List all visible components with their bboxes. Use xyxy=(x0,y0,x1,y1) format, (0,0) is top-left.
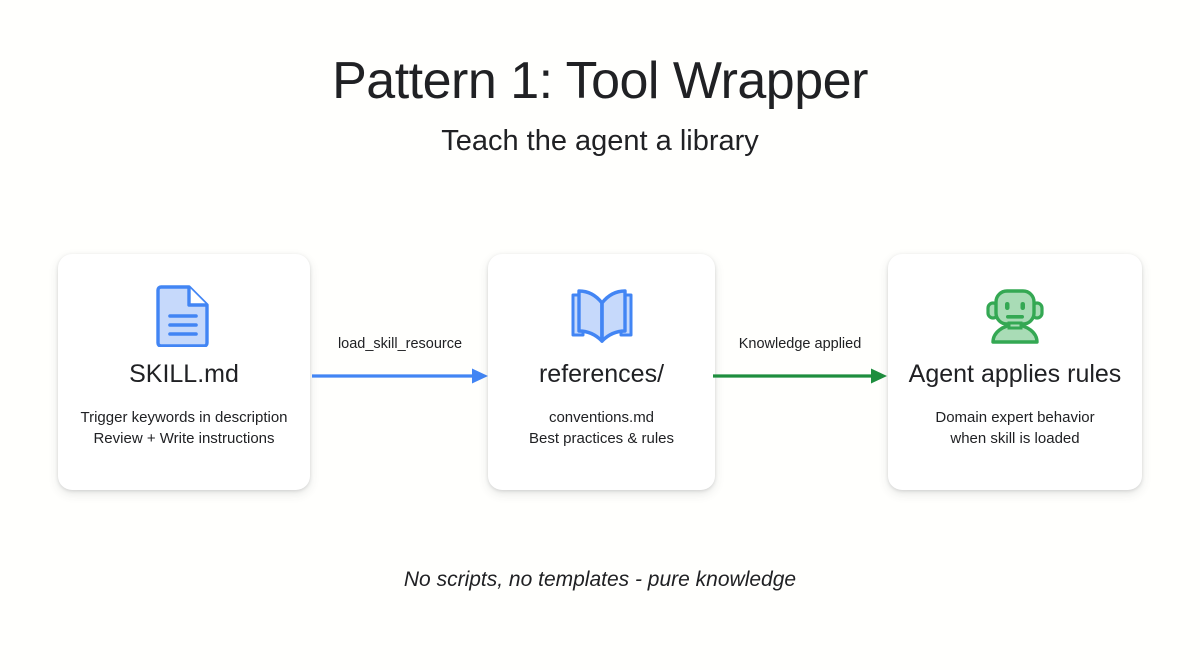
card-skill-md[interactable]: SKILL.md Trigger keywords in description… xyxy=(58,254,310,490)
card-description-line-1: conventions.md xyxy=(548,408,655,426)
page-subtitle: Teach the agent a library xyxy=(441,125,759,158)
card-description: conventions.md Best practices & rules xyxy=(529,407,674,450)
connector-knowledge-applied: Knowledge applied xyxy=(713,336,887,386)
card-references[interactable]: references/ conventions.md Best practice… xyxy=(488,254,715,490)
card-description-line-2: Review + Write instructions xyxy=(93,430,275,448)
robot-icon xyxy=(984,282,1046,348)
connector-label: Knowledge applied xyxy=(738,336,862,352)
open-book-icon xyxy=(569,282,635,348)
card-description-line-1: Trigger keywords in description xyxy=(80,408,288,426)
card-description-line-1: Domain expert behavior xyxy=(935,408,1095,426)
arrow-right-icon xyxy=(713,368,887,384)
arrow-right-icon xyxy=(312,368,488,384)
page-title: Pattern 1: Tool Wrapper xyxy=(332,52,868,110)
card-description-line-2: Best practices & rules xyxy=(528,430,675,448)
card-description: Trigger keywords in description Review +… xyxy=(80,407,287,450)
card-title: SKILL.md xyxy=(129,360,239,388)
slide-header: Pattern 1: Tool Wrapper Teach the agent … xyxy=(0,52,1200,159)
card-agent-applies-rules[interactable]: Agent applies rules Domain expert behavi… xyxy=(888,254,1142,490)
connector-load-skill-resource: load_skill_resource xyxy=(312,336,488,386)
card-description-line-2: when skill is loaded xyxy=(950,430,1080,448)
card-title: references/ xyxy=(538,360,665,388)
card-description: Domain expert behavior when skill is loa… xyxy=(935,407,1094,450)
document-icon xyxy=(156,282,212,348)
footer-caption: No scripts, no templates - pure knowledg… xyxy=(403,568,797,591)
card-title: Agent applies rules xyxy=(908,360,1122,388)
connector-label: load_skill_resource xyxy=(337,336,463,352)
